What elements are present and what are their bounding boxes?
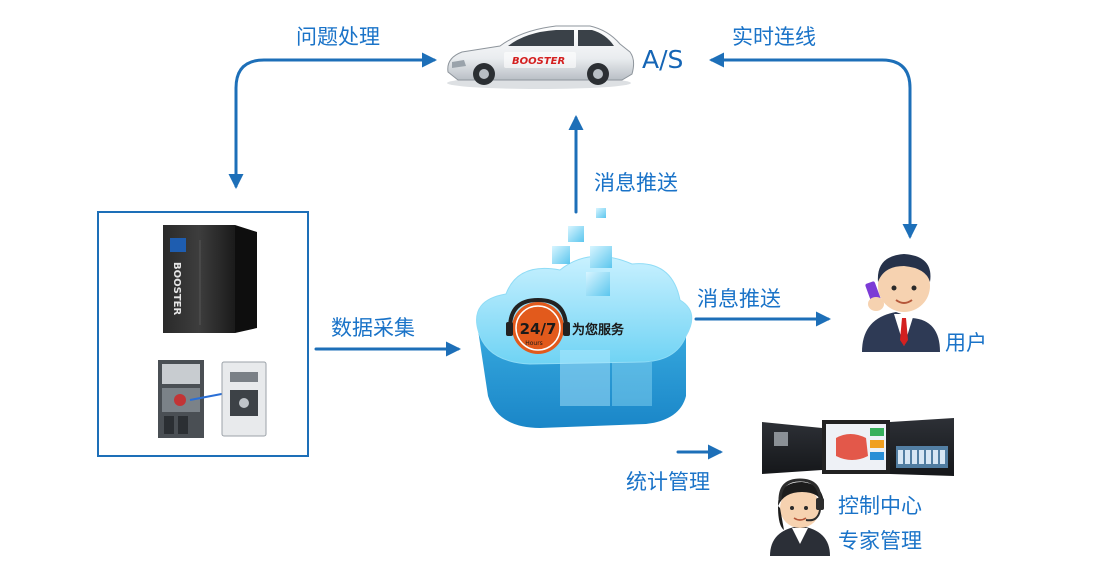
label-push-to-user: 消息推送 — [697, 287, 781, 311]
cabinet-brand-logo: BOOSTER — [171, 262, 182, 315]
label-control-center: 控制中心 — [838, 494, 922, 518]
control-center-monitors — [762, 418, 954, 476]
service-hours: 24/7 — [520, 320, 557, 338]
car-brand-logo: BOOSTER — [512, 56, 565, 67]
label-push-to-car: 消息推送 — [594, 171, 678, 195]
label-realtime-connect: 实时连线 — [732, 25, 816, 49]
booster-cabinet: BOOSTER — [163, 225, 257, 333]
service-hours-sub: Hours — [525, 340, 543, 347]
flow-arrows — [228, 52, 918, 460]
label-statistics: 统计管理 — [626, 470, 710, 494]
label-expert-management: 专家管理 — [838, 529, 922, 553]
arrow-problem-to-car — [234, 52, 437, 188]
control-panels — [158, 360, 267, 438]
service-badge: 24/7 Hours 为您服务 — [506, 297, 625, 354]
arrow-realtime-to-user — [880, 58, 918, 239]
user-avatar-icon — [862, 254, 940, 352]
data-cubes — [552, 208, 612, 296]
label-as: A/S — [642, 45, 684, 74]
label-problem-handling: 问题处理 — [296, 25, 380, 49]
cloud-platform — [476, 255, 693, 428]
expert-agent-icon — [770, 478, 830, 556]
label-user: 用户 — [945, 331, 987, 355]
service-text: 为您服务 — [572, 322, 625, 338]
label-data-collection: 数据采集 — [331, 316, 415, 340]
service-car: BOOSTER — [447, 25, 635, 89]
